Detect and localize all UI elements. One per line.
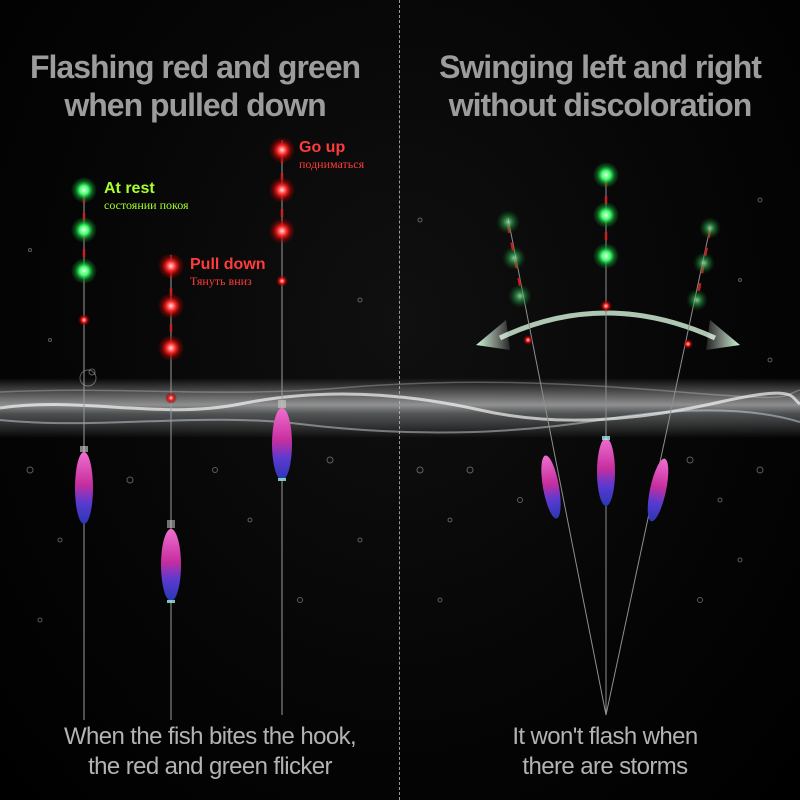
led-green	[496, 210, 520, 234]
float-at-rest	[71, 177, 97, 720]
float-body	[75, 452, 93, 524]
led-green	[71, 258, 97, 284]
float-body	[541, 455, 561, 519]
led-red	[158, 293, 184, 319]
led-green	[699, 217, 721, 239]
label-at-rest-en: At rest	[104, 180, 155, 197]
led-red	[683, 339, 693, 349]
left-caption-line2: the red and green flicker	[88, 753, 332, 780]
left-caption: When the fish bites the hook, the red an…	[0, 722, 420, 782]
led-green	[71, 177, 97, 203]
float-pull-down	[158, 253, 184, 720]
led-red	[165, 392, 177, 404]
right-title-line2: without discoloration	[448, 87, 753, 123]
arrow-left-head	[476, 320, 510, 350]
label-at-rest-ru: состоянии покоя	[104, 198, 189, 212]
led-red	[158, 253, 184, 279]
right-title: Swinging left and right without discolor…	[400, 48, 800, 124]
led-green	[593, 202, 619, 228]
led-red	[269, 177, 295, 203]
led-green	[593, 243, 619, 269]
led-green	[71, 217, 97, 243]
led-red	[276, 275, 288, 287]
led-green	[686, 289, 708, 311]
led-green	[693, 252, 715, 274]
left-title: Flashing red and green when pulled down	[10, 48, 380, 124]
bubbles	[26, 197, 773, 623]
float-body	[647, 458, 669, 522]
left-caption-line1: When the fish bites the hook,	[63, 723, 357, 750]
float-body	[597, 438, 615, 506]
label-pull-down: Pull down Тянуть вниз	[190, 256, 266, 288]
label-pull-down-en: Pull down	[190, 256, 266, 273]
led-green	[593, 162, 619, 188]
left-title-line1: Flashing red and green	[29, 49, 361, 85]
label-at-rest: At rest состоянии покоя	[104, 180, 189, 212]
float-swing-center	[593, 162, 619, 506]
float-swing-left	[496, 210, 561, 519]
led-red	[78, 314, 90, 326]
right-caption-line2: there are storms	[522, 753, 688, 780]
float-swing-right	[647, 217, 721, 522]
arrow-right-head	[706, 320, 740, 350]
float-body	[161, 529, 181, 601]
label-go-up-ru: подниматься	[299, 157, 365, 171]
label-go-up: Go up подниматься	[299, 139, 364, 171]
swing-arrow	[476, 310, 740, 350]
left-title-line2: when pulled down	[64, 87, 326, 123]
led-green	[502, 246, 526, 270]
label-pull-down-ru: Тянуть вниз	[190, 274, 252, 288]
right-caption-line1: It won't flash when	[512, 723, 698, 750]
float-go-up	[269, 137, 295, 715]
led-red	[269, 137, 295, 163]
float-body	[272, 408, 292, 480]
right-title-line1: Swinging left and right	[439, 49, 762, 85]
right-caption: It won't flash when there are storms	[400, 722, 800, 782]
panel-divider	[399, 0, 400, 800]
led-red	[523, 335, 533, 345]
label-go-up-en: Go up	[299, 139, 346, 156]
led-green	[508, 284, 532, 308]
led-red	[269, 218, 295, 244]
led-red	[158, 335, 184, 361]
water-surface	[0, 378, 800, 438]
led-red	[600, 300, 612, 312]
